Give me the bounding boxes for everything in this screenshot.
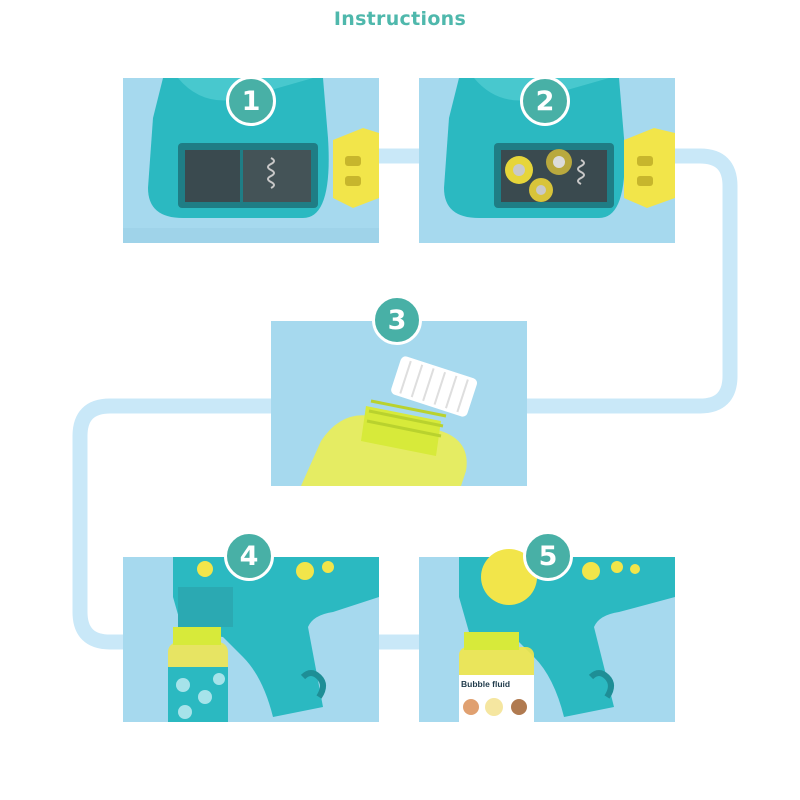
step-number-badge: 5 bbox=[523, 531, 573, 581]
step-number-badge: 4 bbox=[224, 531, 274, 581]
step-number-badge: 3 bbox=[372, 295, 422, 345]
page-title: Instructions bbox=[333, 8, 467, 30]
attaching-bottle-image bbox=[123, 557, 379, 722]
step-3-photo: 3 bbox=[271, 295, 527, 486]
step-4-photo: 4 bbox=[123, 531, 379, 722]
assembled-bubble-gun-image bbox=[419, 549, 675, 722]
step-5-photo: Bubble fluid 5 bbox=[419, 531, 675, 722]
step-number-badge: 1 bbox=[226, 76, 276, 126]
step-2-photo: 2 bbox=[419, 76, 675, 243]
bubble-fluid-bottle-image bbox=[271, 321, 527, 486]
step-1-photo: 1 bbox=[123, 76, 379, 243]
step-number-badge: 2 bbox=[520, 76, 570, 126]
open-battery-compartment-image bbox=[123, 78, 379, 243]
bottle-label: Bubble fluid bbox=[461, 679, 511, 689]
